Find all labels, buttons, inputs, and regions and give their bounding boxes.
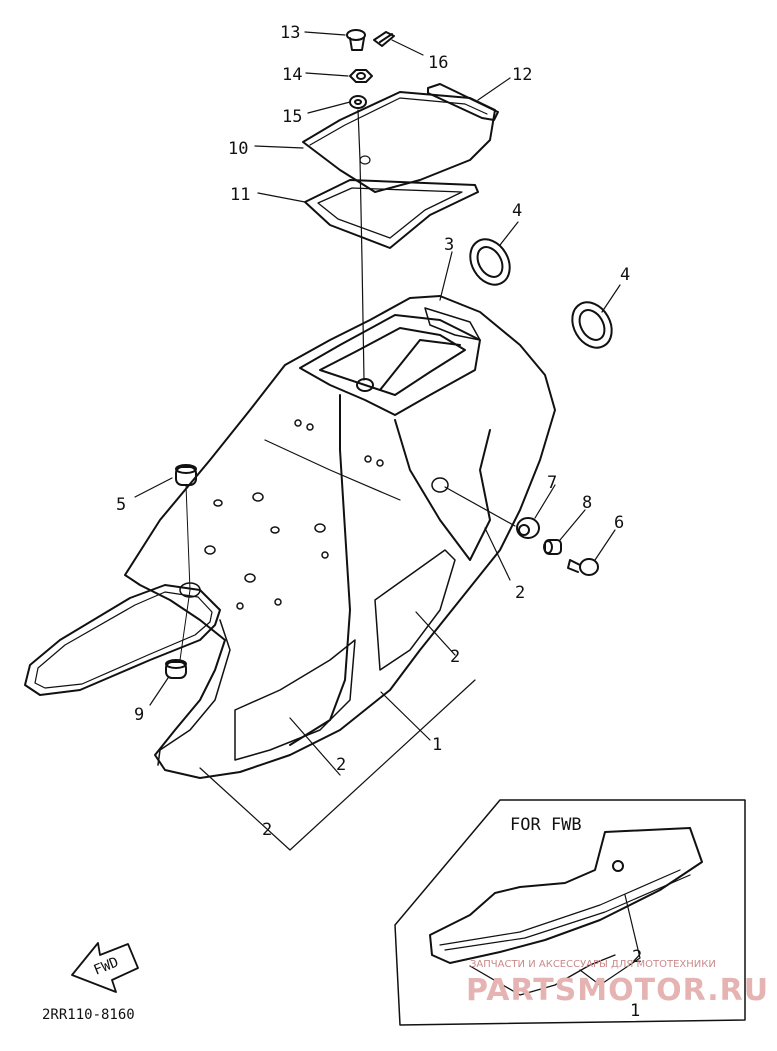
collar-part-8 [543,539,562,555]
seal-loop [24,584,221,696]
cover-plate-part-10 [302,91,496,193]
strip-part-12 [427,83,499,121]
inset-title: FOR FWB [510,815,582,835]
fwd-arrow-icon [71,942,139,993]
damper-part-9 [165,659,187,679]
callout-14: 14 [282,65,302,85]
tail-opening [299,314,481,416]
callout-3: 3 [444,235,454,255]
inset-callout-1: 1 [630,1001,640,1021]
washer-part-15 [349,95,367,109]
callout-12: 12 [512,65,532,85]
screw-part-6 [567,558,599,576]
callout-2c: 2 [336,755,346,775]
callout-6: 6 [614,513,624,533]
callout-11: 11 [230,185,250,205]
callout-9: 9 [134,705,144,725]
callout-8: 8 [582,493,592,513]
side-panel-right [374,549,456,671]
cowl-ridge-right [394,419,491,561]
grommet-ring-4a [469,238,511,286]
part-code: 2RR110-8160 [42,1007,135,1023]
seat-cowl-outline [124,295,556,779]
fwd-label: FWD [92,954,121,978]
callout-7: 7 [547,473,557,493]
callout-4a: 4 [512,201,522,221]
callout-16: 16 [428,53,448,73]
nut-part-14 [349,69,373,83]
inset-box [394,799,746,1026]
grommet-ring-4b [571,301,613,349]
yamaha-emblem [424,307,481,341]
callout-2b: 2 [450,647,460,667]
leader-lines [134,31,621,851]
clip-part-16 [373,31,395,47]
side-panel-left [234,639,356,761]
callout-5: 5 [116,495,126,515]
watermark-tagline: ЗАПЧАСТИ И АКСЕССУАРЫ ДЛЯ МОТОТЕХНИКИ [470,959,716,970]
callout-10: 10 [228,139,248,159]
callout-4b: 4 [620,265,630,285]
grommet-part-7 [516,517,540,539]
bolt-part-13 [346,29,366,51]
inset-callout-2: 2 [632,947,642,967]
callout-13: 13 [280,23,300,43]
callout-15: 15 [282,107,302,127]
damper-part-5 [175,464,197,486]
callout-2d: 2 [262,820,272,840]
callout-2a: 2 [515,583,525,603]
fwb-cowl-detail [429,827,703,996]
cowl-ridge [289,394,351,746]
callout-1: 1 [432,735,442,755]
gasket-part-11 [304,179,479,249]
watermark-site: PARTSMOTOR.RU [466,973,769,1008]
